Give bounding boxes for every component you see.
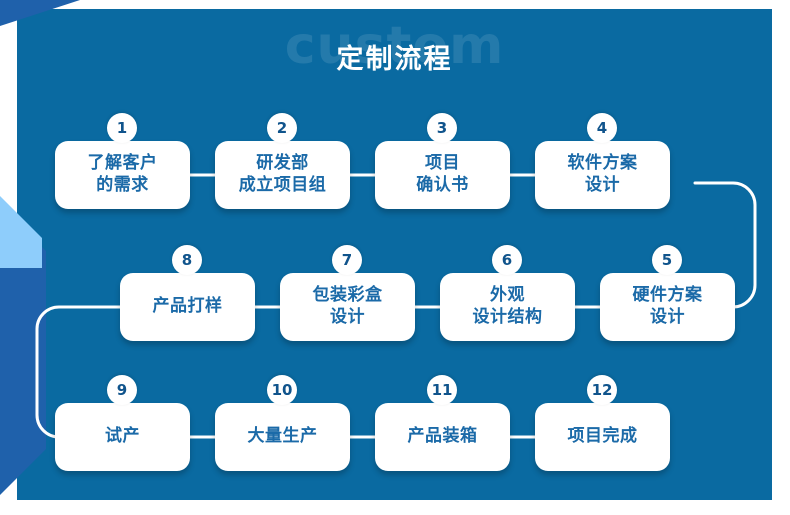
step-box-9[interactable]: 试产 [55, 403, 190, 471]
step-badge-8: 8 [172, 245, 202, 275]
step-box-8[interactable]: 产品打样 [120, 273, 255, 341]
step-badge-9: 9 [107, 375, 137, 405]
step-label-11: 产品装箱 [407, 426, 478, 447]
step-badge-6: 6 [492, 245, 522, 275]
step-badge-7: 7 [332, 245, 362, 275]
step-box-11[interactable]: 产品装箱 [375, 403, 510, 471]
step-badge-11: 11 [427, 375, 457, 405]
step-label-7: 包装彩盒 设计 [312, 285, 383, 327]
step-box-3[interactable]: 项目 确认书 [375, 141, 510, 209]
step-badge-3: 3 [427, 113, 457, 143]
step-label-3: 项目 确认书 [416, 153, 469, 195]
step-badge-4: 4 [587, 113, 617, 143]
step-label-10: 大量生产 [247, 426, 318, 447]
step-box-10[interactable]: 大量生产 [215, 403, 350, 471]
step-box-7[interactable]: 包装彩盒 设计 [280, 273, 415, 341]
step-label-4: 软件方案 设计 [567, 153, 638, 195]
step-badge-5: 5 [652, 245, 682, 275]
watermark-text: custom [284, 16, 505, 76]
step-badge-2: 2 [267, 113, 297, 143]
step-badge-12: 12 [587, 375, 617, 405]
step-box-2[interactable]: 研发部 成立项目组 [215, 141, 350, 209]
step-label-6: 外观 设计结构 [472, 285, 543, 327]
header: custom 定制流程 [17, 14, 772, 90]
step-label-8: 产品打样 [152, 296, 223, 317]
step-label-12: 项目完成 [567, 426, 638, 447]
step-box-6[interactable]: 外观 设计结构 [440, 273, 575, 341]
step-box-4[interactable]: 软件方案 设计 [535, 141, 670, 209]
step-badge-10: 10 [267, 375, 297, 405]
step-badge-1: 1 [107, 113, 137, 143]
step-box-5[interactable]: 硬件方案 设计 [600, 273, 735, 341]
step-label-9: 试产 [105, 426, 140, 447]
step-box-1[interactable]: 了解客户 的需求 [55, 141, 190, 209]
step-label-1: 了解客户 的需求 [87, 153, 158, 195]
step-label-5: 硬件方案 设计 [632, 285, 703, 327]
step-label-2: 研发部 成立项目组 [238, 153, 327, 195]
page-title: 定制流程 [336, 44, 453, 75]
step-box-12[interactable]: 项目完成 [535, 403, 670, 471]
